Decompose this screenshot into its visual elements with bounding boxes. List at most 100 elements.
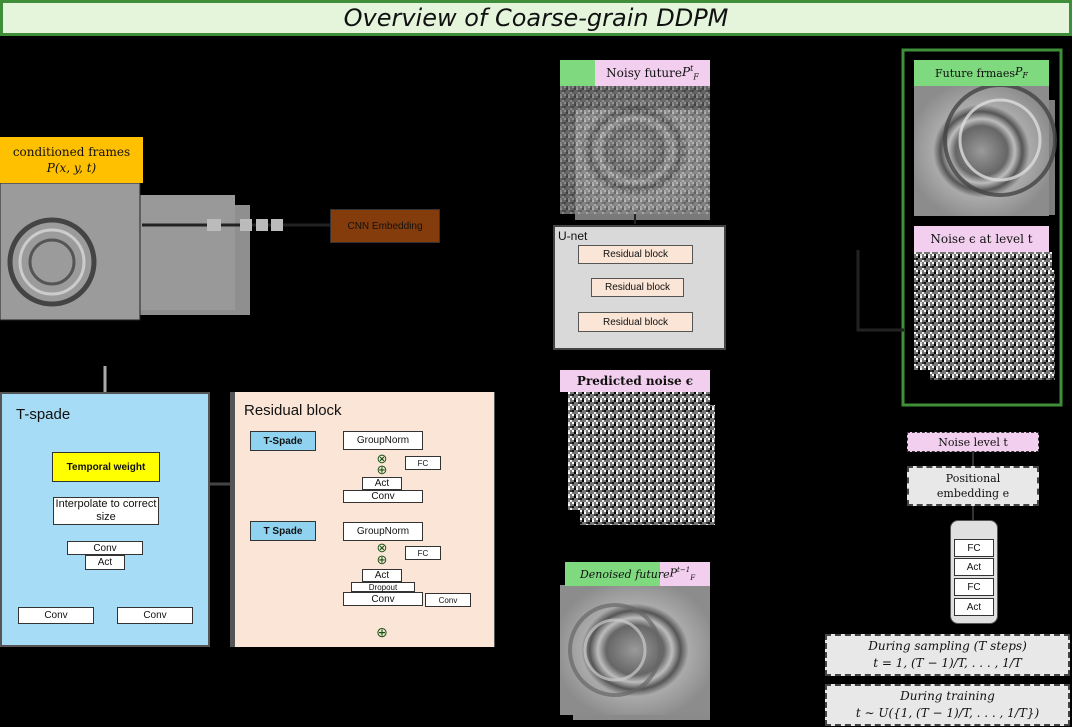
rb-tspade-1: T-Spade [250, 431, 316, 451]
future-frames-label: Future frmaes PF [914, 60, 1049, 86]
training-formula: t ∼ U({1, (T − 1)/T, . . . , 1/T}) [855, 706, 1040, 720]
rb-groupnorm-1-label: GroupNorm [356, 435, 410, 446]
rb-tspade-1-label: T-Spade [263, 435, 303, 447]
rb-plus-final: ⊕ [375, 624, 389, 640]
rb-plus-2: ⊕ [375, 551, 389, 567]
fc-stack-item-4: Act [954, 598, 994, 616]
interpolate-label: Interpolate to correct size [55, 498, 157, 523]
tspade-act-box: Act [85, 555, 125, 570]
rb-fc-2: FC [405, 546, 441, 560]
fc-stack-item-4-label: Act [966, 601, 982, 613]
residual-block-label: Residual block [244, 402, 342, 419]
rb-conv-1-label: Conv [371, 491, 395, 502]
conditioned-frames-header: conditioned frames P(x, y, t) [0, 137, 143, 183]
rb-plus-1-symbol: ⊕ [376, 461, 388, 477]
positional-embedding-line2: embedding e [936, 487, 1010, 500]
denoised-future-text: Denoised future [579, 567, 670, 581]
training-box: During training t ∼ U({1, (T − 1)/T, . .… [825, 684, 1070, 726]
rb-groupnorm-1: GroupNorm [343, 431, 423, 450]
tspade-conv-left-label: Conv [44, 610, 68, 621]
noisy-future-text: Noisy future [606, 66, 682, 80]
rb-fc-1: FC [405, 456, 441, 470]
rb-times-1: ⊗ [375, 450, 389, 466]
fc-stack-item-3: FC [954, 578, 994, 596]
rb-times-2: ⊗ [375, 539, 389, 555]
unet-residual-block-1-label: Residual block [602, 249, 669, 260]
cnn-embedding-label: CNN Embedding [347, 220, 423, 232]
tspade-panel: T-spade [0, 392, 210, 647]
fc-stack-item-2: Act [954, 558, 994, 576]
interpolate-box: Interpolate to correct size [53, 497, 159, 525]
rb-act-1-label: Act [374, 478, 390, 489]
unet-residual-block-1: Residual block [578, 245, 693, 264]
unet-residual-block-2: Residual block [591, 278, 684, 297]
denoised-future-sub: F [690, 573, 696, 582]
sampling-box: During sampling (T steps) t = 1, (T − 1)… [825, 634, 1070, 676]
noisy-future-sup: t [690, 64, 694, 74]
noise-at-level-text: Noise ϵ at level t [930, 232, 1033, 246]
rb-conv-1: Conv [343, 490, 423, 503]
unet-residual-block-2-label: Residual block [604, 282, 671, 293]
denoised-future-label: Denoised future Pt−1F [565, 562, 710, 586]
noise-image [914, 252, 1055, 380]
fc-stack-item-3-label: FC [967, 581, 981, 593]
future-frames-text: Future frmaes [935, 66, 1015, 80]
rb-act-2: Act [362, 569, 402, 582]
conditioned-frames-label: conditioned frames [12, 145, 131, 159]
rb-tspade-2-label: T Spade [263, 525, 303, 537]
rb-times-1-symbol: ⊗ [376, 450, 388, 466]
positional-embedding-line1: Positional [945, 472, 1001, 485]
noisy-future-image [560, 86, 710, 220]
fc-stack-item-1-label: FC [967, 542, 981, 554]
training-heading: During training [900, 689, 995, 703]
tspade-conv-left-box: Conv [18, 607, 94, 624]
rb-conv-2-label: Conv [371, 593, 395, 605]
noisy-future-sub: F [693, 72, 699, 82]
positional-embedding-box: Positional embedding e [907, 466, 1039, 506]
rb-fc-2-label: FC [417, 548, 429, 558]
denoised-green-tab [565, 562, 660, 586]
denoised-future-sup: t−1 [677, 566, 691, 575]
sampling-formula: t = 1, (T − 1)/T, . . . , 1/T [873, 656, 1022, 670]
noise-at-level-label: Noise ϵ at level t [914, 226, 1049, 252]
temporal-weight-label: Temporal weight [66, 461, 146, 473]
conditioned-frames-image [0, 182, 250, 321]
rb-plus-1: ⊕ [375, 461, 389, 477]
future-frames-image [914, 83, 1057, 216]
future-frames-sub: F [1022, 71, 1028, 81]
unet-residual-block-3: Residual block [578, 312, 693, 332]
rb-act-1: Act [362, 477, 402, 490]
rb-plus-2-symbol: ⊕ [376, 551, 388, 567]
conditioned-frames-formula: P(x, y, t) [46, 161, 97, 175]
fc-stack-item-2-label: Act [966, 561, 982, 573]
rb-tspade-2: T Spade [250, 521, 316, 541]
unet-label: U-net [558, 229, 588, 243]
fc-stack-item-1: FC [954, 539, 994, 557]
tspade-conv-right-label: Conv [143, 610, 167, 621]
predicted-noise-text: Predicted noise ϵ [576, 374, 694, 388]
unet-residual-block-3-label: Residual block [602, 316, 669, 328]
tspade-label: T-spade [16, 406, 71, 423]
temporal-weight-box: Temporal weight [52, 452, 160, 482]
noisy-future-green-tab [560, 60, 595, 86]
noise-level-box: Noise level t [907, 432, 1039, 452]
diagram-title: Overview of Coarse-grain DDPM [0, 0, 1072, 36]
rb-dropout: Dropout [351, 582, 415, 592]
rb-skip-conv-label: Conv [438, 595, 458, 605]
tspade-conv-label: Conv [93, 542, 117, 554]
rb-groupnorm-2-label: GroupNorm [356, 526, 410, 537]
rb-dropout-label: Dropout [368, 582, 398, 592]
rb-act-2-label: Act [374, 570, 390, 581]
rb-plus-final-symbol: ⊕ [376, 623, 388, 640]
denoised-future-symbol: P [669, 566, 678, 580]
cnn-embedding-box: CNN Embedding [330, 209, 440, 243]
rb-skip-conv: Conv [425, 593, 471, 607]
noisy-future-symbol: P [682, 65, 691, 80]
tspade-conv-right-box: Conv [117, 607, 193, 624]
noisy-future-label: Noisy future PtF [595, 60, 710, 86]
rb-groupnorm-2: GroupNorm [343, 522, 423, 541]
rb-conv-2: Conv [343, 592, 423, 606]
rb-times-2-symbol: ⊗ [376, 539, 388, 555]
rb-fc-1-label: FC [417, 458, 429, 468]
